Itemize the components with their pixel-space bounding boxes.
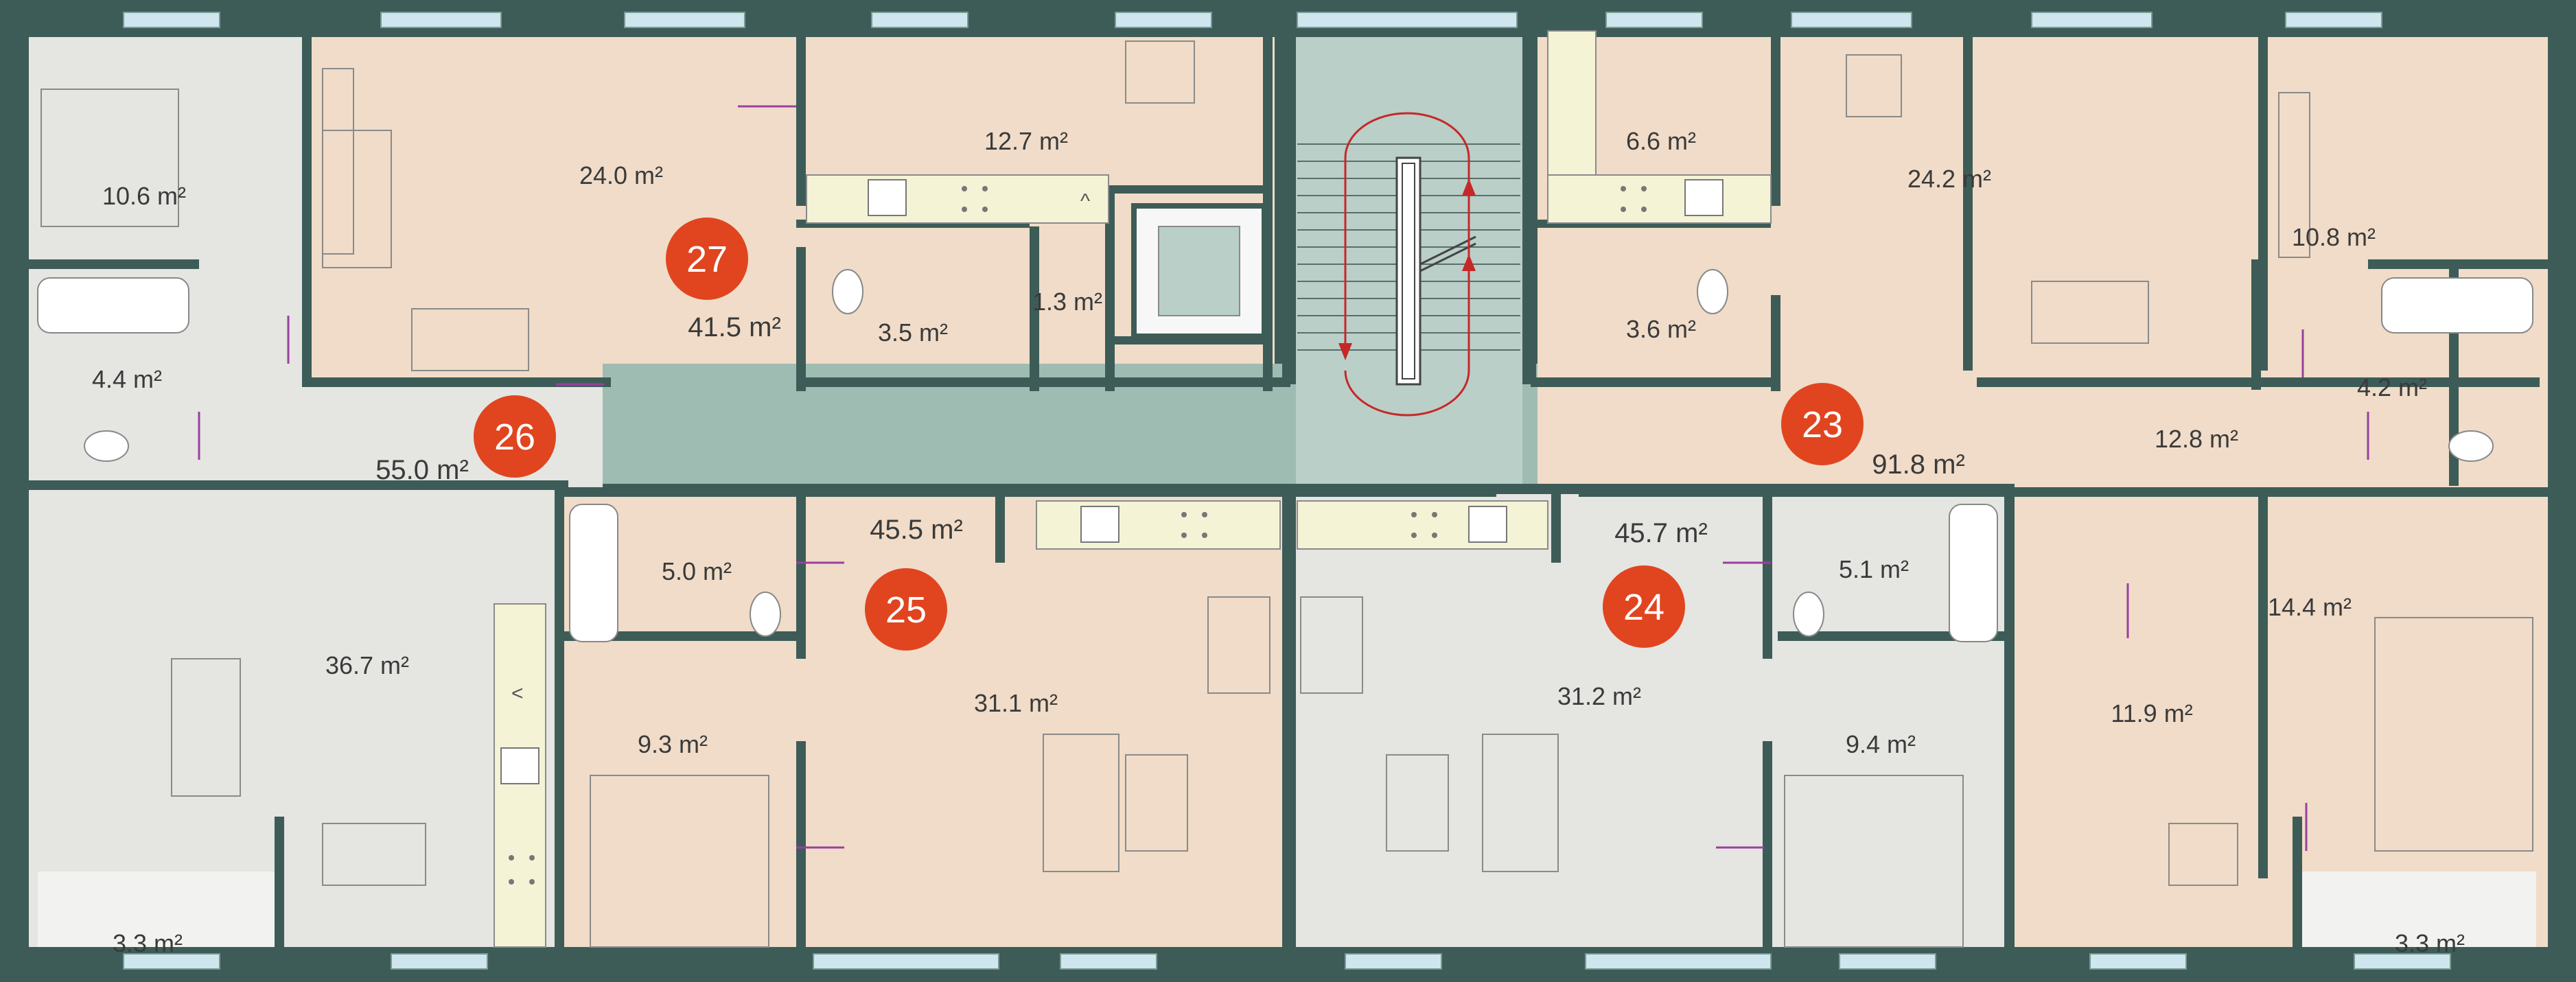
- appliances: ^ <: [500, 179, 1724, 885]
- hood-glyph-1: ^: [1080, 190, 1090, 213]
- room-area-label: 9.4 m²: [1846, 730, 1916, 758]
- room-area-label: 10.6 m²: [102, 182, 186, 210]
- elevator: [1131, 203, 1267, 339]
- apartment-number-25: 25: [885, 589, 927, 631]
- room-area-label: 3.6 m²: [1626, 315, 1696, 343]
- apartment-badge-27[interactable]: 27: [666, 218, 748, 300]
- apartment-number-24: 24: [1623, 587, 1664, 628]
- apartment-total-area-27: 41.5 m²: [688, 312, 781, 342]
- bathtubs: [37, 277, 2533, 642]
- toilets: [84, 269, 2494, 637]
- apartment-number-27: 27: [686, 239, 728, 280]
- room-area-label: 3.3 m²: [113, 929, 183, 957]
- room-area-label: 11.9 m²: [2111, 699, 2192, 727]
- apartment-total-labels: 41.5 m² 55.0 m² 45.5 m² 45.7 m² 91.8 m²: [375, 312, 1965, 548]
- apartment-badges: 27 26 25 24 23: [474, 218, 1864, 651]
- arrow-glyph: <: [511, 682, 524, 705]
- room-area-label: 10.8 m²: [2292, 223, 2376, 251]
- apartment-number-23: 23: [1802, 404, 1843, 445]
- room-area-label: 5.0 m²: [662, 557, 732, 585]
- room-area-label: 1.3 m²: [1032, 288, 1102, 316]
- apartment-total-area-24: 45.7 m²: [1614, 518, 1708, 548]
- apt-25-floor: [563, 494, 1282, 950]
- windows: [123, 12, 2451, 970]
- room-area-label: 31.1 m²: [974, 689, 1058, 717]
- room-area-label: 3.3 m²: [2395, 929, 2465, 957]
- apartment-total-area-23: 91.8 m²: [1872, 449, 1965, 480]
- apartment-badge-25[interactable]: 25: [865, 568, 947, 651]
- apartment-badge-23[interactable]: 23: [1781, 383, 1864, 465]
- room-area-label: 4.4 m²: [92, 365, 162, 393]
- room-area-label: 12.8 m²: [2155, 425, 2238, 453]
- room-area-label: 12.7 m²: [984, 127, 1068, 155]
- room-area-label: 24.2 m²: [1907, 165, 1991, 193]
- apartment-number-26: 26: [494, 417, 535, 458]
- apartment-badge-26[interactable]: 26: [474, 395, 556, 478]
- room-area-label: 6.6 m²: [1626, 127, 1696, 155]
- balcony-left: [38, 872, 281, 954]
- stair-path: [1344, 112, 1470, 417]
- balcony-right: [2293, 872, 2536, 954]
- apt-23-floor: [1538, 31, 2557, 484]
- room-area-label: 31.2 m²: [1557, 682, 1641, 710]
- furniture: [40, 40, 2533, 948]
- apt-27-floor: [310, 31, 1275, 381]
- doors: [198, 105, 2369, 851]
- apartment-total-area-26: 55.0 m²: [375, 455, 469, 485]
- room-area-label: 36.7 m²: [325, 651, 409, 679]
- room-area-label: 9.3 m²: [638, 730, 708, 758]
- staircase: [1297, 112, 1520, 417]
- room-area-label: 5.1 m²: [1839, 555, 1909, 583]
- apartment-total-area-25: 45.5 m²: [870, 515, 963, 545]
- room-area-label: 24.0 m²: [579, 161, 663, 189]
- room-area-label: 14.4 m²: [2268, 593, 2352, 621]
- room-area-label: 3.5 m²: [878, 318, 948, 347]
- apartment-badge-24[interactable]: 24: [1603, 565, 1685, 648]
- room-area-label: 4.2 m²: [2357, 373, 2427, 401]
- room-area-labels: 10.6 m² 24.0 m² 12.7 m² 3.5 m² 1.3 m² 4.…: [92, 127, 2465, 957]
